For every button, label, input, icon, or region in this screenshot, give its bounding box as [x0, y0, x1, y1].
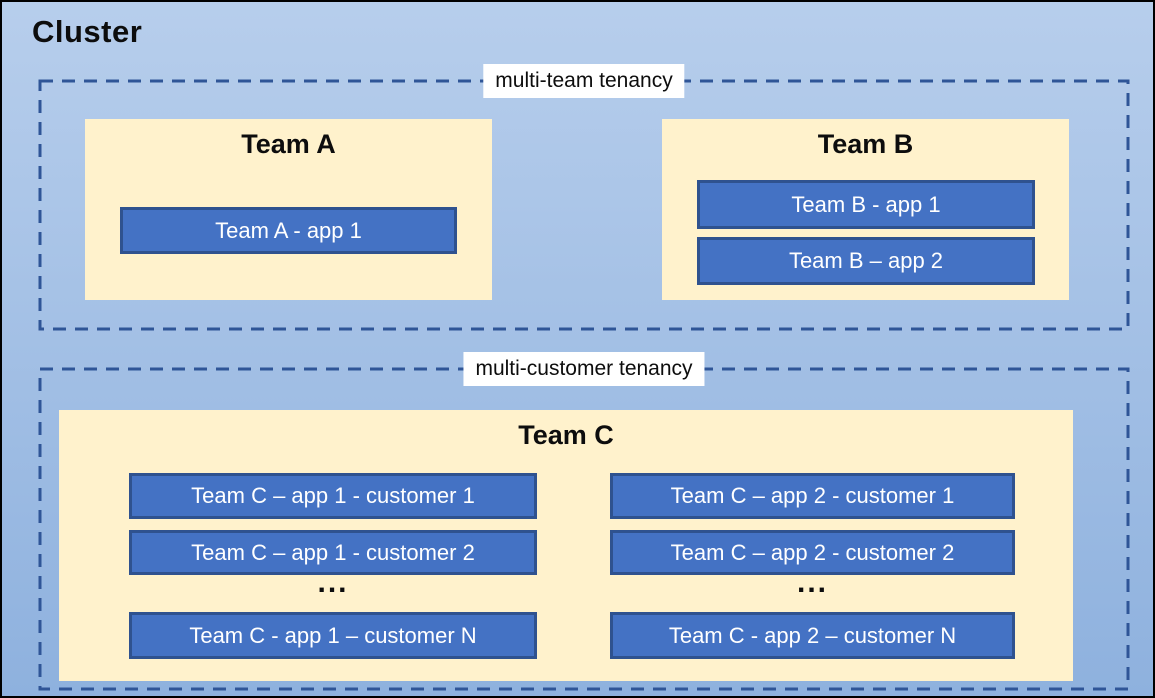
team-b-title: Team B: [817, 129, 914, 159]
team-a-box: Team A Team A - app 1: [85, 119, 492, 300]
team-b-box: Team B Team B - app 1 Team B – app 2: [662, 119, 1069, 300]
team-c-app2-customerN-box: Team C - app 2 – customer N: [610, 612, 1015, 659]
multi-customer-tenancy-label: multi-customer tenancy: [463, 352, 705, 386]
multi-team-tenancy-zone: multi-team tenancy: [38, 64, 1130, 331]
team-c-app2-customer2-box: Team C – app 2 - customer 2: [610, 530, 1015, 575]
team-c-title: Team C: [518, 420, 614, 450]
team-c-app2-customer1-box: Team C – app 2 - customer 1: [610, 473, 1015, 519]
team-c-app1-customer2-box: Team C – app 1 - customer 2: [129, 530, 537, 575]
team-c-app2-ellipsis: ...: [796, 566, 828, 599]
team-a-app1-box: Team A - app 1: [120, 207, 457, 254]
team-c-app1-ellipsis: ...: [317, 566, 349, 599]
team-c-app1-customer1-box: Team C – app 1 - customer 1: [129, 473, 537, 519]
multi-team-tenancy-label: multi-team tenancy: [483, 64, 685, 98]
team-c-app1-customerN-box: Team C - app 1 – customer N: [129, 612, 537, 659]
team-b-app2-box: Team B – app 2: [697, 237, 1035, 285]
dashed-border: [38, 79, 1130, 331]
team-b-app1-box: Team B - app 1: [697, 180, 1035, 229]
team-a-title: Team A: [241, 129, 336, 159]
team-c-box: Team C Team C – app 1 - customer 1 Team …: [59, 410, 1073, 681]
multi-customer-tenancy-zone: multi-customer tenancy: [38, 352, 1130, 691]
cluster-title: Cluster: [32, 14, 143, 49]
